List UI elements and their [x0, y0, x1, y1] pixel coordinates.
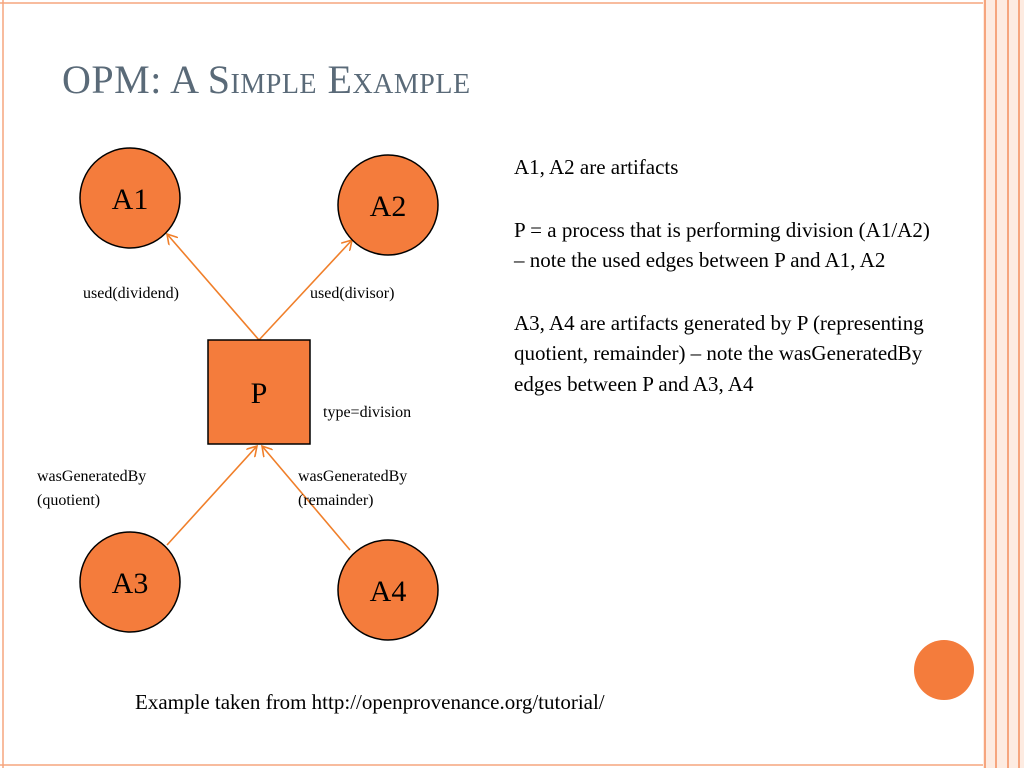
edge-used-dividend	[167, 234, 260, 341]
node-a1-label: A1	[112, 183, 149, 216]
explanation-text: A1, A2 are artifacts P = a process that …	[514, 152, 934, 431]
source-footer: Example taken from http://openprovenance…	[135, 690, 605, 714]
edge-label-generated-remainder: wasGeneratedBy	[298, 468, 407, 485]
node-a2-label: A2	[370, 190, 407, 223]
node-p: P	[207, 339, 311, 445]
node-a3-label: A3	[112, 567, 149, 600]
node-a3: A3	[79, 531, 181, 633]
edge-label-generated-quotient: wasGeneratedBy	[37, 468, 146, 485]
edge-used-divisor	[258, 240, 352, 341]
node-p-label: P	[251, 377, 268, 410]
note-process: P = a process that is performing divisio…	[514, 217, 930, 273]
edge-generated-quotient	[166, 446, 257, 546]
edge-label-quotient: (quotient)	[37, 492, 100, 509]
node-a2: A2	[337, 154, 439, 256]
edge-label-used-dividend: used(dividend)	[83, 285, 179, 302]
label-type-division: type=division	[323, 404, 411, 421]
edge-label-used-divisor: used(divisor)	[310, 285, 394, 302]
node-a1: A1	[79, 147, 181, 249]
edge-label-remainder: (remainder)	[298, 492, 374, 509]
note-artifacts: A1, A2 are artifacts	[514, 155, 679, 179]
slide-title: OPM: A Simple Example	[62, 57, 471, 102]
note-generated: A3, A4 are artifacts generated by P (rep…	[514, 310, 924, 396]
node-a4-label: A4	[370, 575, 407, 608]
node-a4: A4	[337, 539, 439, 641]
edge-generated-remainder	[262, 446, 351, 551]
